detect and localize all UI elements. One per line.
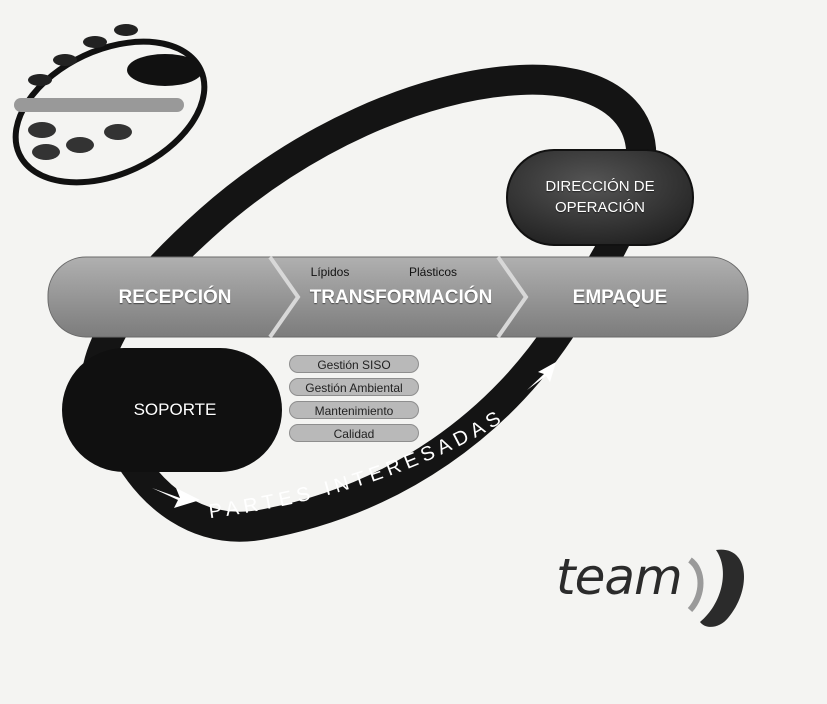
support-item-calidad: Calidad [289, 424, 419, 442]
direccion-label-line1: DIRECCIÓN DE [545, 178, 655, 195]
direccion-node [506, 149, 694, 246]
team-logo-text: team [556, 548, 683, 606]
direccion-label-line2: OPERACIÓN [554, 199, 645, 216]
process-bar [47, 255, 749, 339]
ring-arrow-left [152, 488, 200, 508]
team-logo-mark [687, 549, 745, 627]
support-item-gestion-siso: Gestión SISO [289, 355, 419, 373]
soporte-label: SOPORTE [133, 400, 217, 419]
subtype-lipidos: Lípidos [310, 265, 350, 279]
support-item-gestion-ambiental: Gestión Ambiental [289, 378, 419, 396]
diagram-thumbnail [12, 24, 208, 186]
support-item-mantenimiento: Mantenimiento [289, 401, 419, 419]
stage-recepcion: RECEPCIÓN [118, 287, 232, 308]
ring-arrow-right [527, 362, 556, 390]
stage-empaque: EMPAQUE [572, 287, 668, 308]
subtype-plasticos: Plásticos [408, 265, 458, 279]
soporte-node [62, 348, 282, 472]
stage-transformacion: TRANSFORMACIÓN [309, 287, 493, 308]
